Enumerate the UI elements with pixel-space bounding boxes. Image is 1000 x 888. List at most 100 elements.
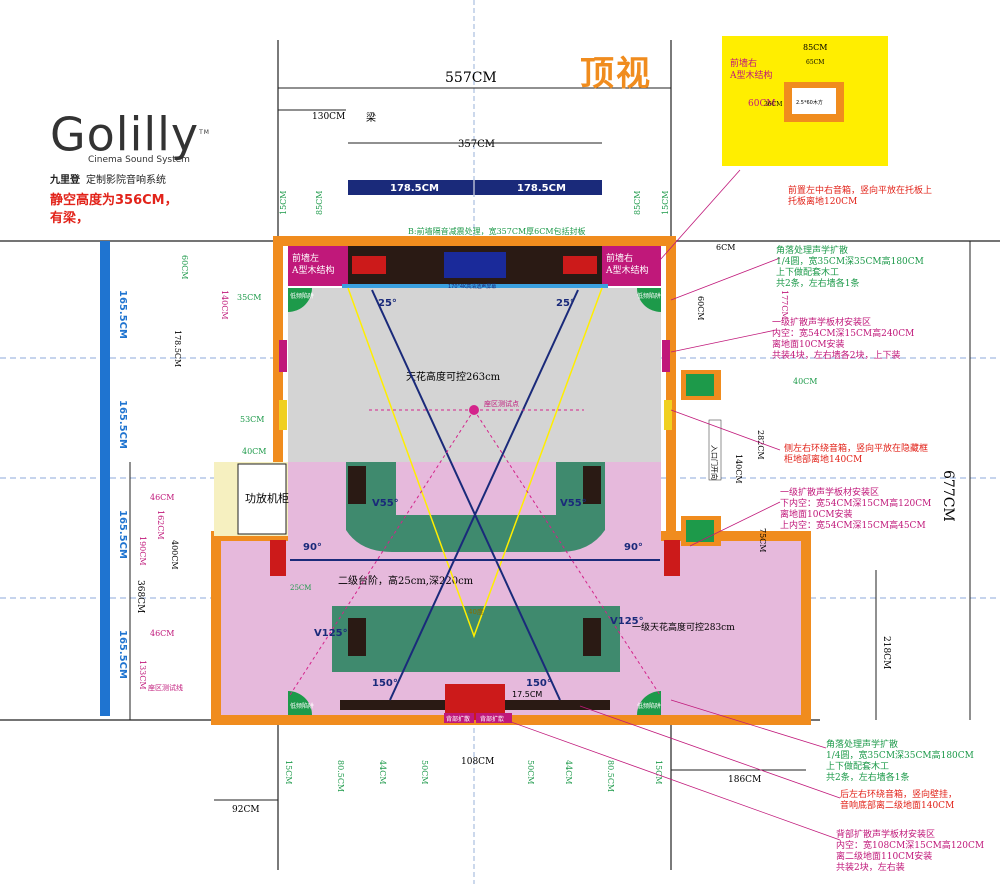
bass-trap-rl: [288, 691, 312, 715]
bdim-80b: 80.5CM: [606, 760, 615, 792]
callout-6-line: 上下做配套木工: [826, 762, 890, 772]
bass-trap-rr: [637, 691, 661, 715]
callout-2-line: 上下做配套木工: [776, 268, 840, 278]
callout-1-line: 托板离地120CM: [788, 197, 858, 207]
rear-right-label: 背部扩散: [480, 715, 504, 723]
dim-282: 282CM: [756, 430, 765, 460]
brand-logo-text: Golilly: [50, 107, 200, 162]
front-left-speaker: [352, 256, 386, 274]
beam-label: 梁: [366, 111, 376, 124]
entrance-label: 入口门开向: [710, 445, 719, 480]
row1-seat-right: [583, 466, 601, 504]
right-niche-inner: [686, 374, 714, 396]
dim-400: 400CM: [170, 540, 179, 570]
angle-40: 40度: [468, 607, 484, 616]
inset-h36: 36CM: [764, 101, 782, 108]
inset-inner: [792, 88, 836, 114]
screen-label: 170"4K高清透声屏幕: [448, 283, 496, 290]
brand-cn: 九里登定制影院音响系统: [50, 171, 230, 186]
callout-4-line: 侧左右环绕音箱，竖向平放在隐藏框: [784, 444, 929, 454]
callout-3-line: 一级扩散声学板材安装区: [772, 318, 872, 328]
dim-53: 53CM: [240, 415, 265, 424]
riser-label: 二级台阶，高25cm,深220cm: [338, 574, 474, 587]
viewing-cone: [347, 287, 603, 639]
callout-8-line: 内空：宽108CM深15CM高120CM: [836, 841, 985, 851]
front-right-structure: [602, 246, 661, 286]
half-a: 178.5CM: [390, 183, 439, 194]
callout-7-line: 后左右环绕音箱，竖向壁挂，: [840, 790, 958, 800]
dim-40: 40CM: [242, 447, 267, 456]
front-left-line1: 前墙左: [292, 252, 319, 264]
callout-4-line: 柜地部离地140CM: [784, 455, 863, 465]
inset-h60: 60CM: [748, 99, 776, 109]
page-title: 顶视: [580, 54, 652, 94]
dim-677: 677CM: [940, 470, 956, 522]
diffuser-left-1: [279, 340, 287, 372]
row1-seat-left: [348, 466, 366, 504]
dim-60-right: 60CM: [696, 296, 705, 321]
callout-6-line: 角落处理声学扩散: [826, 740, 899, 750]
angle-v55-right: V55°: [560, 498, 587, 509]
surround-right: [664, 540, 680, 576]
bass-trap-fl: [288, 288, 312, 312]
surround-left: [270, 540, 286, 576]
diffuser-right-1: [662, 340, 670, 372]
dim-40-right: 40CM: [793, 377, 818, 386]
entrance-door: [708, 419, 722, 481]
angle-90-left: 90°: [303, 542, 322, 553]
ceiling-note: 静空高度为356CM， 有梁，: [50, 192, 178, 228]
brand-tm: TM: [199, 129, 210, 136]
callout-2-line: 角落处理声学扩散: [776, 246, 849, 256]
dim-85-right: 85CM: [633, 191, 642, 216]
bdim-50a: 50CM: [420, 760, 429, 785]
angle-150-left: 150°: [372, 678, 398, 689]
bass-label-4: 低频陷阱: [637, 702, 661, 710]
brand-block: GolillyTM Cinema Sound System 九里登定制影院音响系…: [50, 110, 230, 186]
side-speaker-right: [664, 400, 672, 430]
blue-bar-4: 165.5CM: [117, 630, 128, 679]
bass-trap-fr: [637, 288, 661, 312]
callout-3-line: 内空：宽54CM深15CM高240CM: [772, 329, 915, 339]
callout-5-line: 一级扩散声学板材安装区: [780, 488, 880, 498]
callout-7: 后左右环绕音箱，竖向壁挂，音响底部离二级地面140CM: [840, 790, 957, 812]
rear-diffuser-right: [476, 713, 512, 723]
dim-108: 108CM: [461, 757, 494, 767]
callout-7-line: 音响底部离二级地面140CM: [840, 801, 955, 811]
seat-line-label: 座区测试线: [148, 683, 183, 692]
angle-v55-left: V55°: [372, 498, 399, 509]
rear-diffuser-left: [444, 713, 474, 723]
dim-357: 357CM: [458, 139, 495, 150]
blue-bar-3: 165.5CM: [117, 510, 128, 559]
callout-3-line: 共装4块，左右墙各2块，上下装: [772, 351, 901, 361]
dim-140-right: 140CM: [734, 454, 743, 484]
dim-46a: 46CM: [150, 493, 175, 502]
dim-186: 186CM: [728, 775, 761, 785]
inset-inner-label: 2.5*60木方: [796, 99, 823, 106]
front-right-line2: A型木结构: [605, 264, 649, 276]
bdim-15a: 15CM: [284, 760, 293, 785]
screen-bar: [342, 284, 608, 288]
note-line-1: 静空高度为356CM，: [50, 193, 178, 208]
dim-178-5: 178.5CM: [173, 330, 182, 367]
front-left-line2: A型木结构: [291, 264, 335, 276]
dim-60: 60CM: [180, 255, 189, 280]
callout-1-line: 前置左中右音箱，竖向平放在托板上: [788, 186, 933, 196]
brand-subtitle: Cinema Sound System: [88, 155, 190, 166]
blue-height-bar: [100, 241, 110, 716]
front-right-line1: 前墙右: [606, 252, 633, 264]
bdim-50b: 50CM: [526, 760, 535, 785]
amp-cabinet-label: 功放机柜: [245, 491, 289, 505]
dim-162: 162CM: [156, 510, 165, 540]
row2-seat-right: [583, 618, 601, 656]
dim-140: 140CM: [220, 290, 229, 320]
speaker-angle-lines: [290, 289, 660, 701]
brand-cn-mark: 九里登: [50, 175, 80, 187]
angle-150-right: 150°: [526, 678, 552, 689]
dim-25: 25CM: [290, 584, 311, 592]
bdim-80a: 80.5CM: [336, 760, 345, 792]
center-speaker: [444, 252, 506, 278]
